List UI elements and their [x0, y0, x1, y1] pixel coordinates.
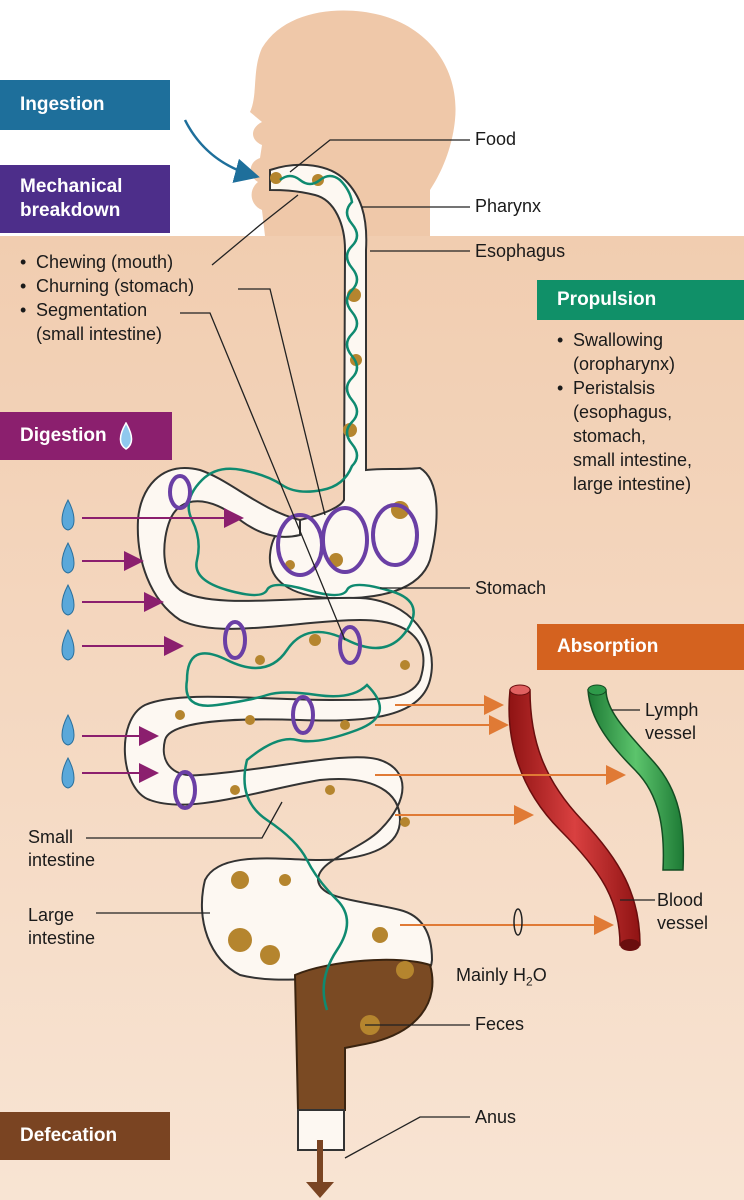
propulsion-box: Propulsion — [537, 280, 744, 320]
label-small-intestine: Small intestine — [28, 826, 95, 872]
label-feces: Feces — [475, 1014, 525, 1034]
label-food: Food — [475, 129, 517, 149]
ingestion-label: Ingestion — [20, 94, 105, 115]
label-blood-line2: vessel — [657, 913, 709, 933]
mechanical-label-line2: breakdown — [20, 200, 121, 221]
ingestion-arrow — [183, 119, 260, 183]
mechanical-breakdown-box: Mechanical breakdown — [0, 165, 170, 233]
label-large-line1: Large — [28, 905, 75, 925]
label-blood-line1: Blood — [657, 890, 704, 910]
label-small-line1: Small — [28, 827, 74, 847]
defecation-box: Defecation — [0, 1112, 170, 1160]
label-lymph-line1: Lymph — [645, 700, 699, 720]
label-lymph-vessel: Lymph vessel — [645, 699, 698, 745]
list-item-continuation: (small intestine) — [36, 324, 163, 344]
list-item-continuation: (oropharynx) — [573, 354, 676, 374]
list-item: Churning (stomach) — [20, 274, 194, 298]
absorption-arrows — [375, 695, 626, 935]
propulsion-list: Swallowing (oropharynx) Peristalsis (eso… — [557, 328, 692, 496]
mechanical-label-line1: Mechanical — [20, 176, 123, 197]
list-item: Segmentation — [20, 298, 194, 322]
digestion-box: Digestion — [0, 412, 172, 460]
rectum — [293, 958, 434, 1111]
label-large-line2: intestine — [28, 928, 96, 948]
list-item: Peristalsis — [557, 376, 692, 400]
label-mainly-water: Mainly H2O — [456, 965, 547, 989]
label-pharynx: Pharynx — [475, 196, 542, 216]
label-lymph-line2: vessel — [645, 723, 697, 743]
water-marker — [513, 908, 523, 936]
absorption-box: Absorption — [537, 624, 744, 670]
lymph-vessel — [587, 689, 685, 871]
food-particles — [175, 172, 414, 1035]
label-stomach: Stomach — [475, 578, 547, 598]
list-item: Chewing (mouth) — [20, 250, 194, 274]
defecation-label: Defecation — [20, 1125, 118, 1146]
label-anus: Anus — [475, 1107, 517, 1127]
propulsion-label: Propulsion — [557, 289, 657, 310]
list-item-continuation: small intestine, — [573, 450, 693, 470]
label-blood-vessel: Blood vessel — [657, 889, 708, 935]
label-small-line2: intestine — [28, 850, 96, 870]
churning-circles — [168, 474, 419, 810]
leader-lines — [86, 139, 655, 1159]
digestion-label: Digestion — [20, 425, 107, 446]
mechanical-breakdown-list: Chewing (mouth) Churning (stomach) Segme… — [20, 250, 194, 346]
peristalsis-wave — [185, 174, 415, 1011]
absorption-label: Absorption — [557, 636, 659, 657]
list-item-continuation: large intestine) — [573, 474, 692, 494]
ingestion-box: Ingestion — [0, 80, 170, 130]
water-drop-icon — [119, 422, 132, 450]
list-item: Swallowing — [557, 328, 692, 352]
label-esophagus: Esophagus — [475, 241, 566, 261]
list-item-continuation: stomach, — [573, 426, 647, 446]
label-large-intestine: Large intestine — [28, 904, 95, 950]
digestion-arrows — [82, 508, 244, 783]
enzyme-drops — [61, 498, 75, 789]
list-item-continuation: (esophagus, — [573, 402, 673, 422]
